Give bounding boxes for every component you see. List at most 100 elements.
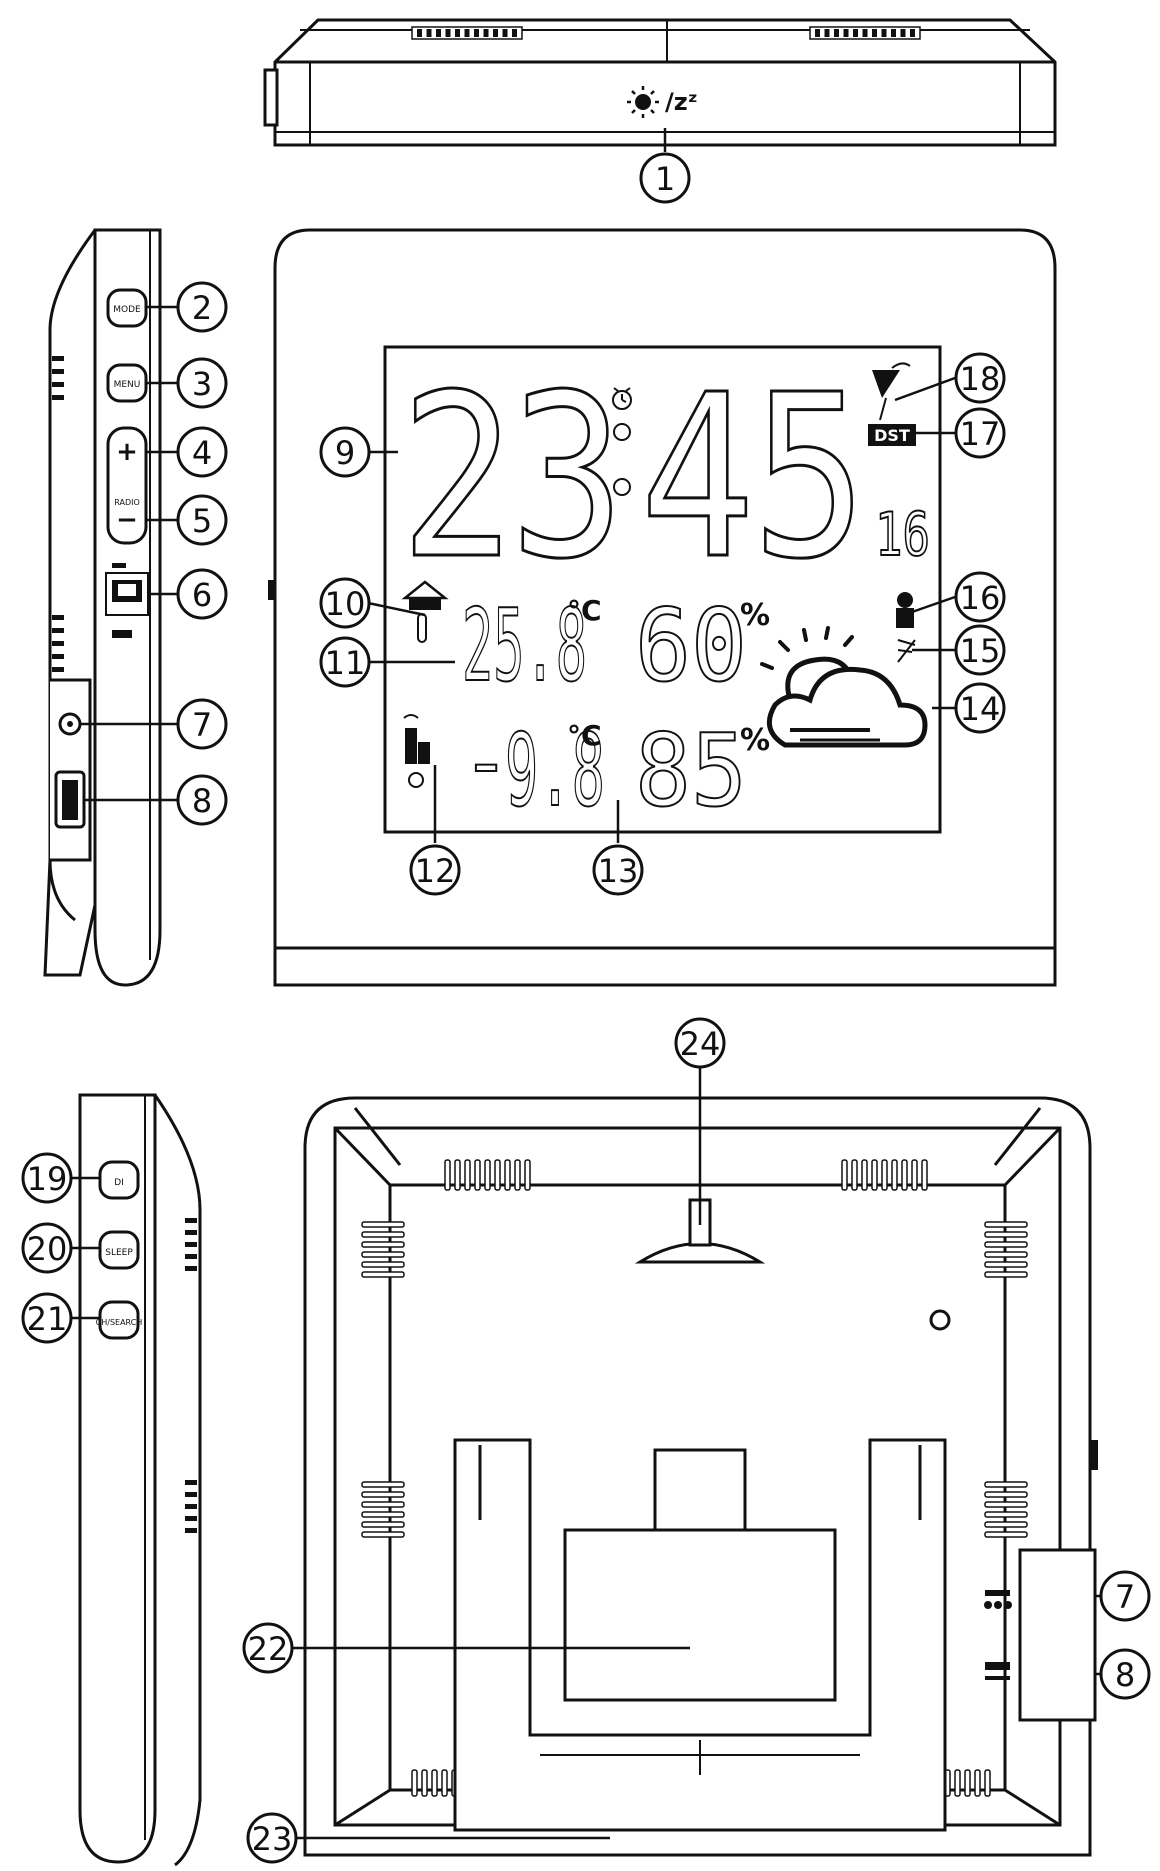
callout-circle-19 <box>21 1152 73 1204</box>
battery-compartment <box>563 1528 837 1702</box>
callout-label-15: 15 <box>960 632 1001 670</box>
time-digit-2: 3 <box>510 347 625 609</box>
top-vent-right <box>809 26 921 40</box>
svg-text:SLEEP: SLEEP <box>105 1248 133 1258</box>
svg-text:MENU: MENU <box>114 380 141 390</box>
callout-label-21: 21 <box>27 1300 68 1338</box>
screw-hole <box>929 1309 951 1331</box>
callout-label-20: 20 <box>27 1230 68 1268</box>
corner-struts <box>333 1107 1062 1827</box>
svg-text:60: 60 <box>635 587 747 704</box>
callout-circle-7 <box>1099 1570 1151 1622</box>
top-vent-left <box>411 26 523 40</box>
callout-circle-3 <box>176 357 228 409</box>
outdoor-humidity: 85 % <box>634 711 770 830</box>
callout-circle-23 <box>246 1812 298 1864</box>
callout-circle-13 <box>592 844 644 896</box>
snooze-light-button[interactable] <box>98 1160 140 1200</box>
callout-circle-14 <box>954 682 1006 734</box>
outdoor-sensor-icon <box>403 714 430 788</box>
indoor-humidity: 60 % <box>634 586 770 705</box>
svg-text:%: % <box>740 598 770 633</box>
callout-circle-16 <box>954 571 1006 623</box>
channel-button[interactable] <box>98 1300 140 1340</box>
minus-icon: − <box>116 505 138 535</box>
svg-text:MODE: MODE <box>113 305 141 315</box>
svg-text:RADIO: RADIO <box>114 498 140 507</box>
time-display: 2 3 4 5 16 <box>399 346 932 611</box>
callout-label-12: 12 <box>415 852 456 890</box>
callout-label-6: 6 <box>192 576 212 614</box>
callout-circle-12 <box>409 844 461 896</box>
leader-lines <box>71 128 1102 1840</box>
callout-circle-11 <box>319 636 371 688</box>
plus-minus-rocker[interactable] <box>106 426 148 545</box>
top-button-symbol: /zᶻ <box>665 88 698 116</box>
svg-text:°C: °C <box>567 594 602 627</box>
svg-text:DST: DST <box>874 426 910 445</box>
callout-label-17: 17 <box>960 415 1001 453</box>
callout-circle-24 <box>674 1017 726 1069</box>
lcd-screen <box>383 345 942 834</box>
top-view: /zᶻ <box>263 18 1057 147</box>
indoor-house-icon <box>401 580 449 643</box>
person-icon <box>896 592 914 628</box>
callout-label-13: 13 <box>598 852 639 890</box>
slide-switch[interactable] <box>105 563 149 638</box>
callout-circle-5 <box>176 494 228 546</box>
callout-circle-18 <box>954 352 1006 404</box>
front-view: 2 3 4 5 16 DST 25.8 <box>268 228 1057 987</box>
callout-circle-6 <box>176 568 228 620</box>
wind-icon <box>897 639 916 663</box>
callout-circle-4 <box>176 426 228 478</box>
alarm-clock-icon <box>612 387 632 410</box>
callout-label-16: 16 <box>960 579 1001 617</box>
callout-circle-20 <box>21 1222 73 1274</box>
callout-circle-8 <box>176 774 228 826</box>
callout-label-18: 18 <box>960 360 1001 398</box>
callout-label-9: 9 <box>335 434 355 472</box>
callout-label-19: 19 <box>27 1160 68 1198</box>
callout-circle-22 <box>242 1622 294 1674</box>
svg-text:CH/SEARCH: CH/SEARCH <box>96 1318 143 1327</box>
plus-icon: + <box>116 437 138 467</box>
sleep-button[interactable] <box>98 1230 140 1270</box>
callout-circle-21 <box>21 1292 73 1344</box>
svg-text:25.8: 25.8 <box>462 587 587 704</box>
time-digit-1: 2 <box>400 347 515 609</box>
svg-text:%: % <box>740 723 770 758</box>
callout-label-1: 1 <box>655 160 675 198</box>
svg-text:°C: °C <box>567 719 602 752</box>
callout-label-7: 7 <box>192 706 212 744</box>
callout-label-24: 24 <box>680 1025 721 1063</box>
weather-forecast-icon <box>760 626 928 748</box>
callout-label-8: 8 <box>192 782 212 820</box>
callout-circle-9 <box>319 426 371 478</box>
callout-label-22: 22 <box>248 1630 289 1668</box>
indoor-temperature: 25.8 °C <box>461 586 602 705</box>
radio-signal-icon <box>872 362 911 421</box>
dst-indicator <box>868 424 916 446</box>
callout-label-10: 10 <box>325 585 366 623</box>
callout-label-11: 11 <box>325 644 366 682</box>
sun-icon <box>627 86 659 118</box>
svg-text:-: - <box>462 716 510 809</box>
callout-circle-17 <box>954 407 1006 459</box>
callout-circle-7 <box>176 698 228 750</box>
outdoor-temperature: 9.8 °C <box>504 711 606 830</box>
right-side-view: DI SLEEP CH/SEARCH <box>78 1093 202 1867</box>
time-digit-3: 4 <box>640 347 755 609</box>
callout-label-2: 2 <box>192 289 212 327</box>
svg-text:DI: DI <box>114 1178 124 1188</box>
fold-out-stand[interactable] <box>453 1438 947 1832</box>
callout-circle-1 <box>639 152 691 204</box>
callout-circle-10 <box>319 577 371 629</box>
callout-circle-2 <box>176 281 228 333</box>
callout-label-7: 7 <box>1115 1578 1135 1616</box>
callout-label-4: 4 <box>192 434 212 472</box>
svg-text:85: 85 <box>635 712 747 829</box>
seconds-display: 16 <box>875 500 930 570</box>
